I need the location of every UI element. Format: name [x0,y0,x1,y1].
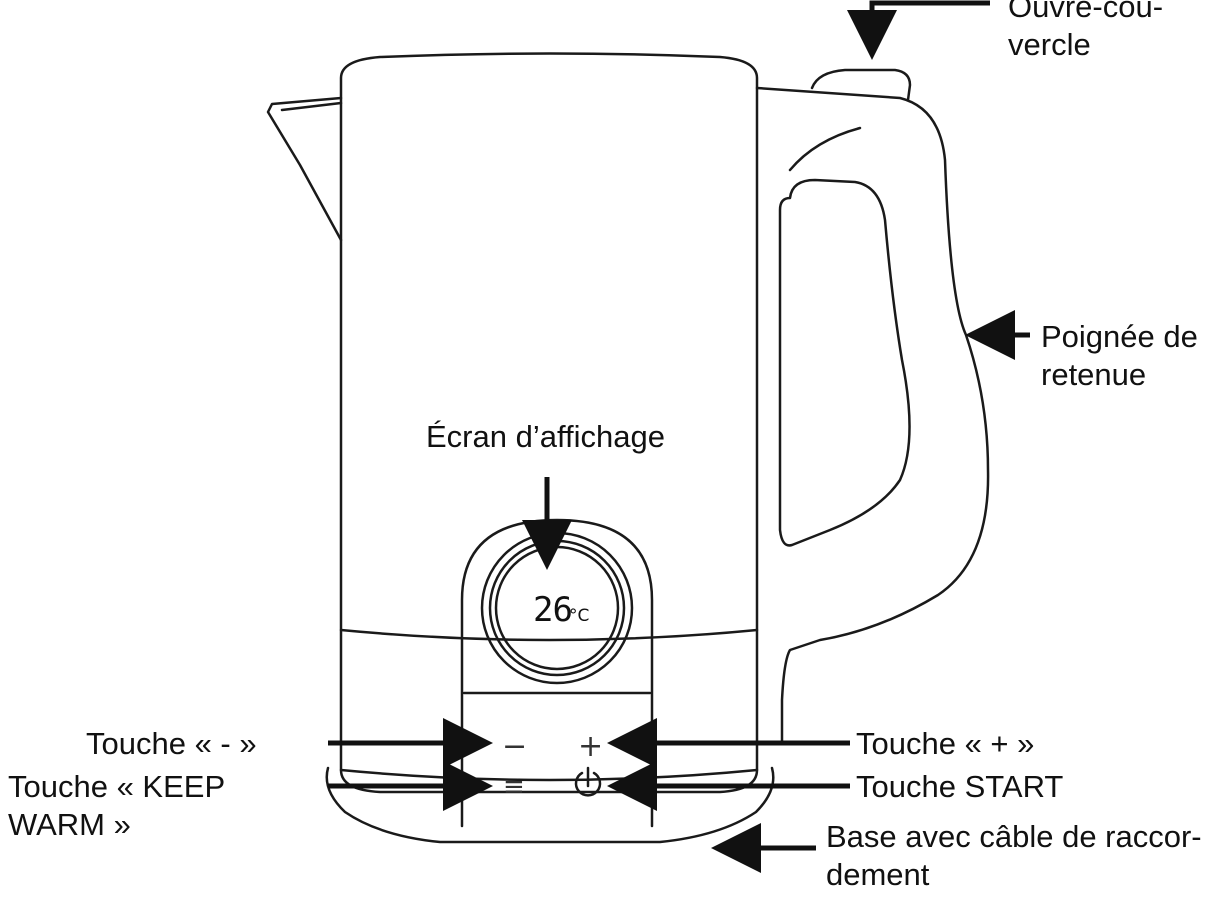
display-screen-label: Écran d’affichage [426,419,665,454]
handle-label-line-1: Poignée de [1041,319,1198,354]
base-label-line-2: dement [826,857,930,892]
plus-key-label: Touche « + » [856,726,1035,761]
start-key-label: Touche START [856,769,1064,804]
plus-button[interactable]: + [578,729,603,764]
arrow-lid-opener [847,0,990,60]
keep-warm-label-line-2: WARM » [8,807,131,842]
minus-button[interactable]: − [502,729,527,764]
handle-opening [778,178,911,547]
handle-outer [755,86,990,744]
lid-opener-label-line-2: vercle [1008,27,1091,62]
handle-inner-curve [788,126,862,172]
kettle-body [339,52,759,794]
base-top-line [339,768,759,782]
base-label: Base avec câble de raccor- dement [826,818,1202,894]
temperature-unit: °C [569,606,589,626]
temperature-readout: 26 [533,590,572,630]
body-band-line [339,628,759,642]
handle-label: Poignée de retenue [1041,318,1198,394]
keep-warm-label-line-1: Touche « KEEP [8,769,226,804]
handle-label-line-2: retenue [1041,357,1147,392]
lid-opener-label-line-1: Ouvre-cou- [1008,0,1164,24]
keep-warm-button[interactable]: ≡ [503,772,525,802]
power-icon[interactable] [574,766,602,797]
base-outline [325,766,775,844]
lid-opener-outline [810,68,912,102]
spout-inner-line [280,101,343,112]
keep-warm-key-label: Touche « KEEP WARM » [8,768,225,844]
spout-outline [266,96,343,242]
base-label-line-1: Base avec câble de raccor- [826,819,1202,854]
minus-key-label: Touche « - » [86,726,257,761]
lid-opener-label: Ouvre-cou- vercle [1008,0,1163,64]
